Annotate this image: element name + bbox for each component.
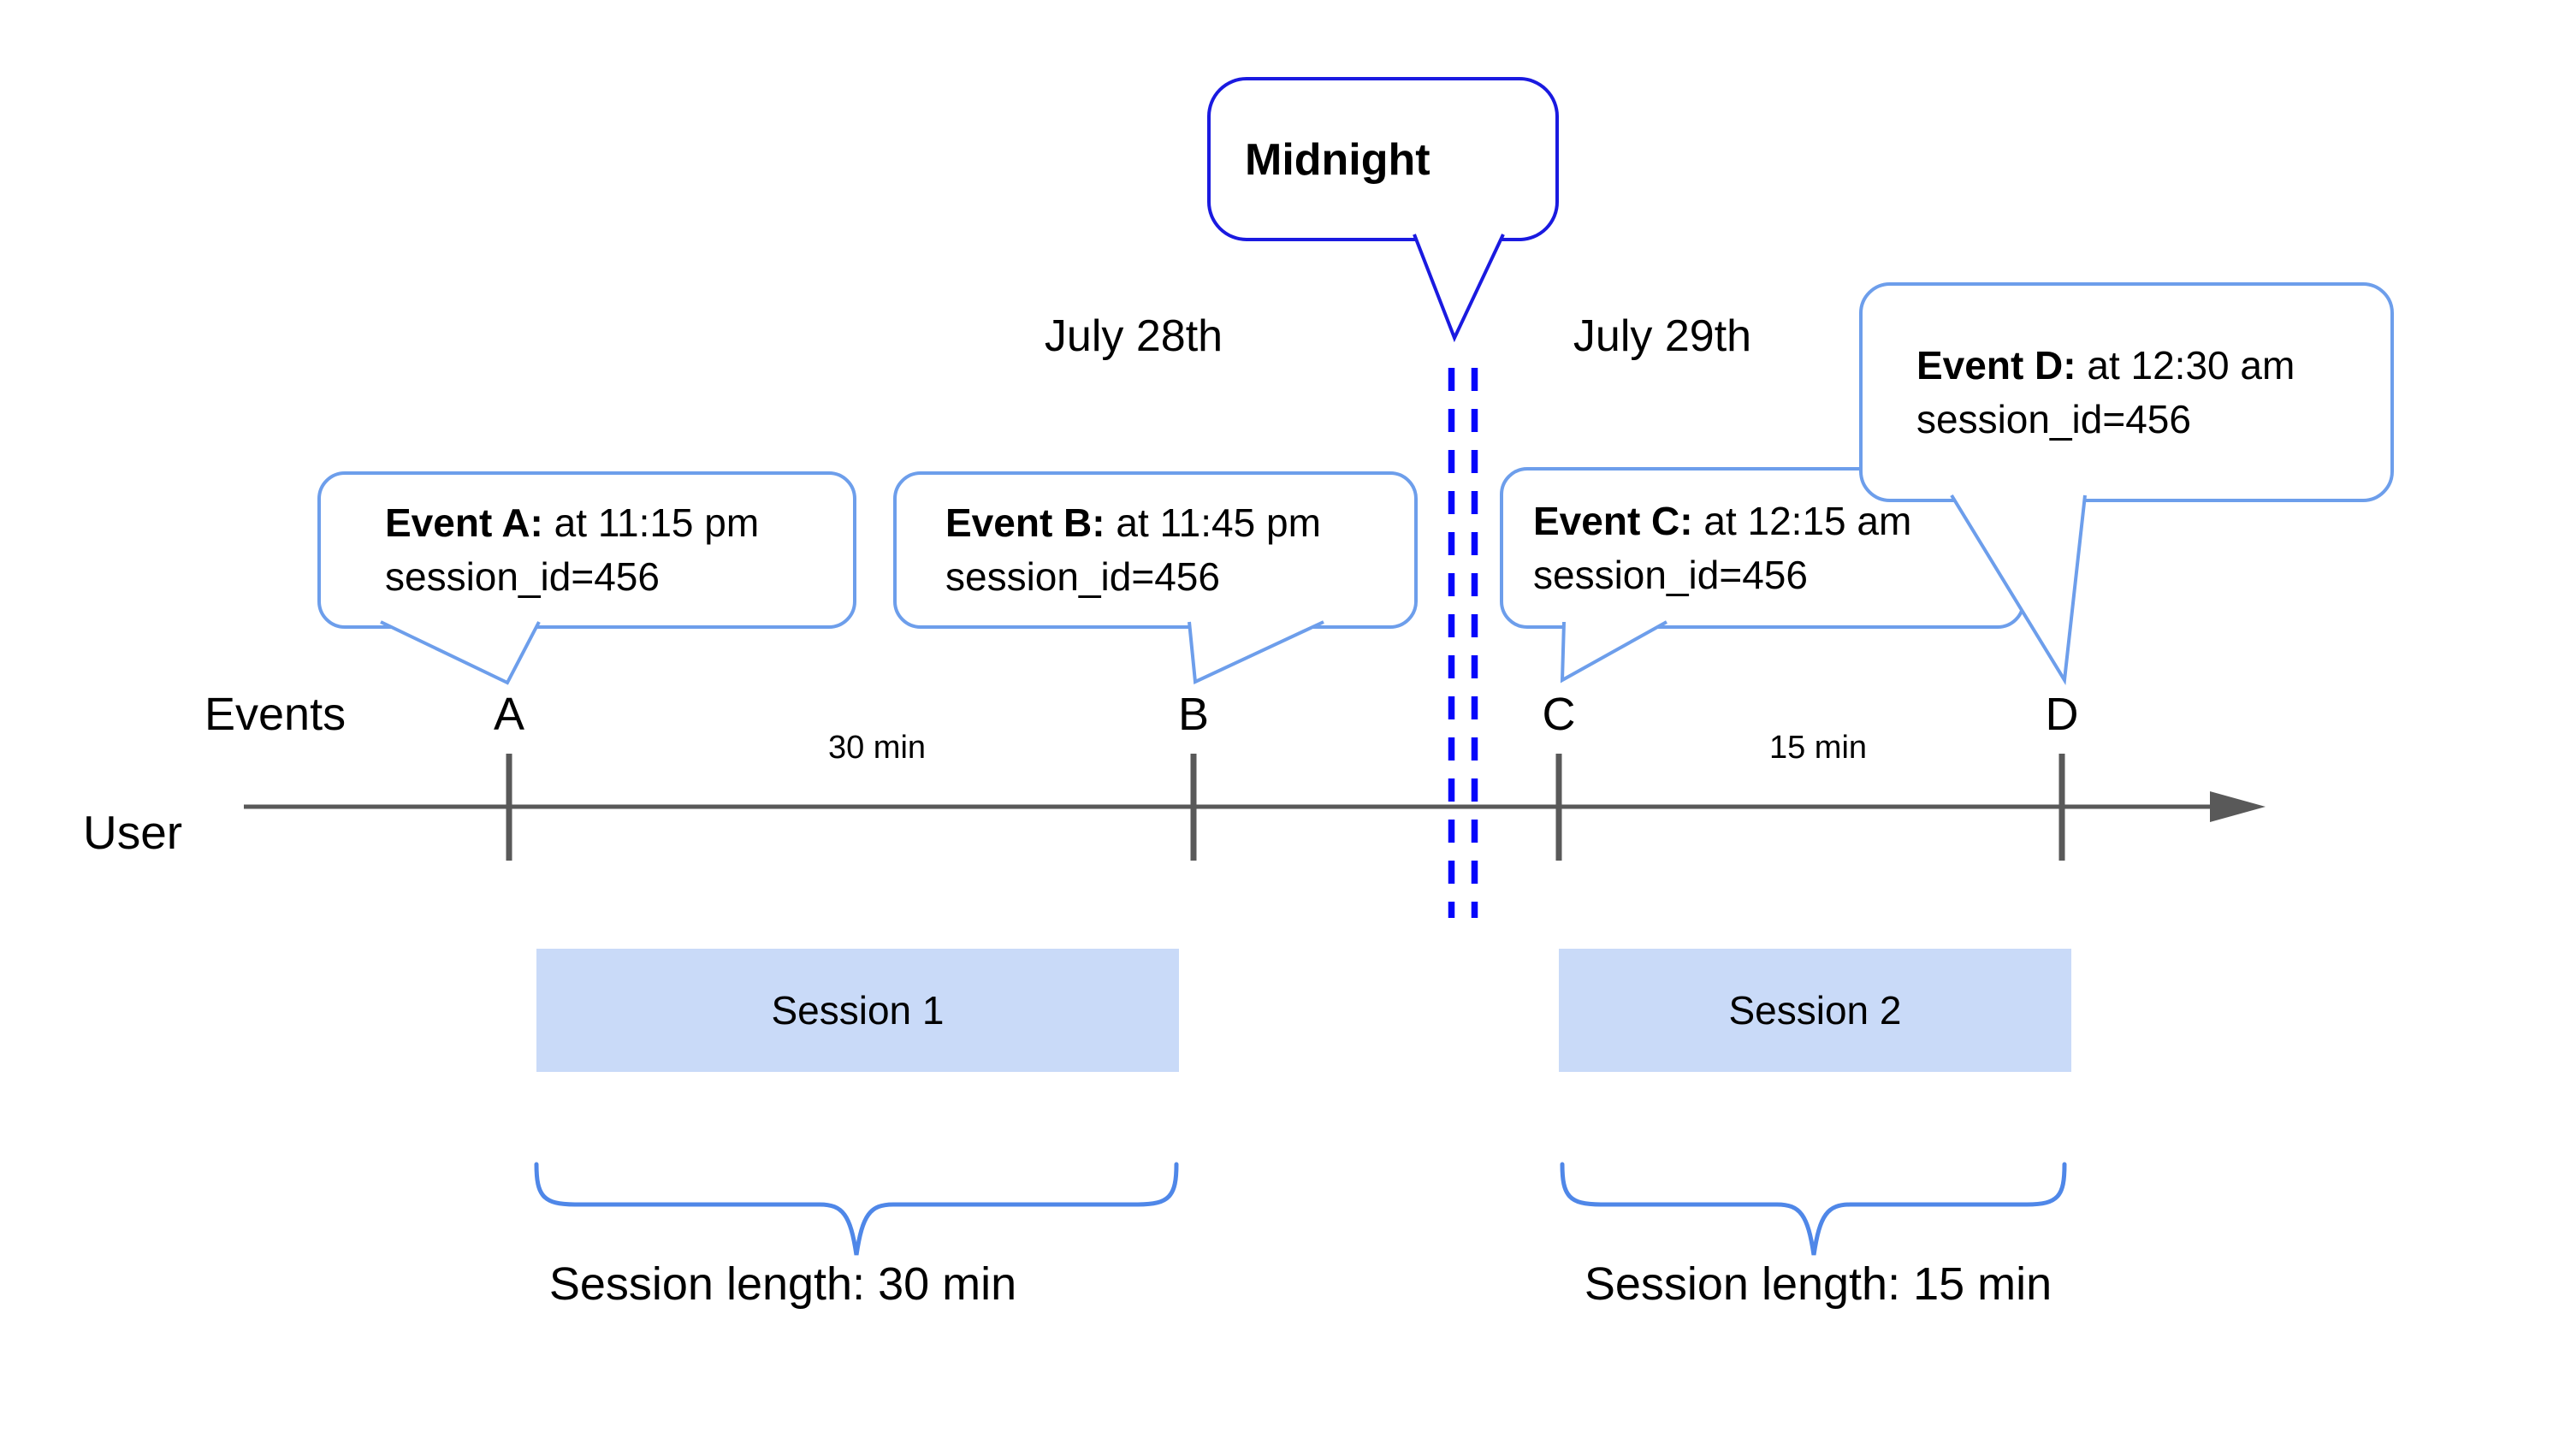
event-c-callout: Event C: at 12:15 am session_id=456 (1502, 469, 2023, 627)
event-a-callout-title: Event A: (385, 500, 543, 545)
event-c-letter: C (1542, 689, 1576, 740)
event-b-letter: B (1177, 689, 1210, 740)
date-label-july-28: July 28th (1044, 311, 1223, 361)
event-a-letter: A (493, 689, 525, 740)
event-c-callout-time: at 12:15 am (1692, 498, 1912, 543)
session-1-block (536, 949, 1179, 1072)
event-b-callout-title: Event B: (945, 500, 1105, 545)
event-d-callout: Event D: at 12:30 am session_id=456 (1861, 284, 2392, 500)
event-a-bubble-tail (380, 620, 541, 685)
session-2-block (1559, 949, 2071, 1072)
event-d-callout-title: Event D: (1916, 342, 2076, 388)
session-2-length-label: Session length: 15 min (1584, 1258, 2052, 1310)
user-lane-label: User (83, 806, 183, 859)
event-c-callout-line1: Event C: at 12:15 am (1533, 494, 2023, 548)
event-c-callout-line2: session_id=456 (1533, 552, 1808, 597)
midnight-label: Midnight (1245, 135, 1431, 185)
session-2-label: Session 2 (1728, 988, 1902, 1033)
date-label-july-29: July 29th (1573, 311, 1752, 361)
event-b-callout-line1: Event B: at 11:45 pm (945, 496, 1416, 550)
session-1-label: Session 1 (771, 988, 945, 1033)
event-a-bubble (317, 471, 856, 629)
session-1-brace (534, 1162, 1179, 1256)
session-2-brace (1560, 1162, 2067, 1256)
event-b-callout-line2: session_id=456 (945, 554, 1220, 599)
midnight-bubble (1207, 77, 1559, 241)
events-row-label: Events (204, 689, 347, 740)
event-c-callout-title: Event C: (1533, 498, 1693, 543)
event-b-callout-time: at 11:45 pm (1105, 500, 1321, 545)
event-d-bubble-tail (1950, 494, 2087, 686)
event-b-bubble (893, 471, 1418, 629)
event-b-callout: Event B: at 11:45 pm session_id=456 (895, 473, 1416, 627)
session-1-length-label: Session length: 30 min (548, 1258, 1017, 1310)
event-a-callout-line2: session_id=456 (385, 554, 660, 599)
event-d-callout-line2: session_id=456 (1916, 396, 2191, 441)
event-a-callout-line1: Event A: at 11:15 pm (385, 496, 855, 550)
event-a-callout-time: at 11:15 pm (542, 500, 760, 545)
event-d-letter: D (2045, 689, 2079, 740)
event-d-bubble (1859, 282, 2394, 502)
timeline-arrowhead-icon (2210, 791, 2266, 822)
interval-label-15min: 15 min (1768, 730, 1868, 766)
event-d-callout-time: at 12:30 am (2076, 342, 2295, 388)
event-a-callout: Event A: at 11:15 pm session_id=456 (319, 473, 855, 627)
midnight-bubble-tail (1413, 234, 1505, 343)
event-d-callout-line1: Event D: at 12:30 am (1916, 339, 2392, 393)
event-c-bubble-tail (1560, 620, 1667, 684)
interval-label-30min: 30 min (827, 730, 927, 766)
event-b-bubble-tail (1188, 620, 1324, 685)
